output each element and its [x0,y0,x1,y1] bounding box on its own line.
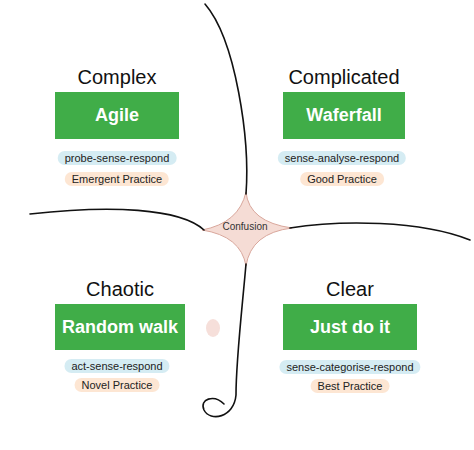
method-box: Waferfall [283,92,405,139]
quadrant-group: ChaoticRandom walk [55,276,185,350]
boundary-right [290,223,470,240]
domain-heading: Clear [283,276,417,302]
method-box: Just do it [283,304,417,350]
practice-text: act-sense-respond [71,360,162,372]
quadrant-group: ClearJust do it [283,276,417,350]
method-name: Waferfall [306,105,381,126]
domain-heading: Complex [55,64,179,90]
practice-pill: Good Practice [300,172,384,186]
boundary-top [205,4,247,194]
practice-pill: probe-sense-respond [58,151,177,165]
method-name: Random walk [62,317,178,338]
practice-pill: Novel Practice [75,378,160,392]
practice-text: Best Practice [318,380,383,392]
confusion-region [202,192,292,266]
quadrant-group: ComplicatedWaferfall [283,64,405,139]
confusion-label: Confusion [222,221,267,232]
method-name: Agile [95,105,139,126]
practice-pill: sense-categorise-respond [279,360,420,374]
boundary-bottom [203,264,246,417]
practice-text: sense-categorise-respond [286,361,413,373]
method-name: Just do it [310,317,390,338]
practice-pill: act-sense-respond [64,359,169,373]
method-box: Random walk [55,304,185,350]
pink-blob [206,319,220,337]
domain-heading: Complicated [283,64,405,90]
practice-text: sense-analyse-respond [285,152,399,164]
quadrant-group: ComplexAgile [55,64,179,139]
boundary-left [30,209,204,230]
practice-pill: sense-analyse-respond [278,151,406,165]
practice-text: Emergent Practice [72,173,162,185]
practice-text: Novel Practice [82,379,153,391]
method-box: Agile [55,92,179,139]
domain-heading: Chaotic [55,276,185,302]
practice-text: probe-sense-respond [65,152,170,164]
practice-text: Good Practice [307,173,377,185]
practice-pill: Emergent Practice [65,172,169,186]
practice-pill: Best Practice [311,379,390,393]
confusion-area: Confusion [222,221,267,232]
